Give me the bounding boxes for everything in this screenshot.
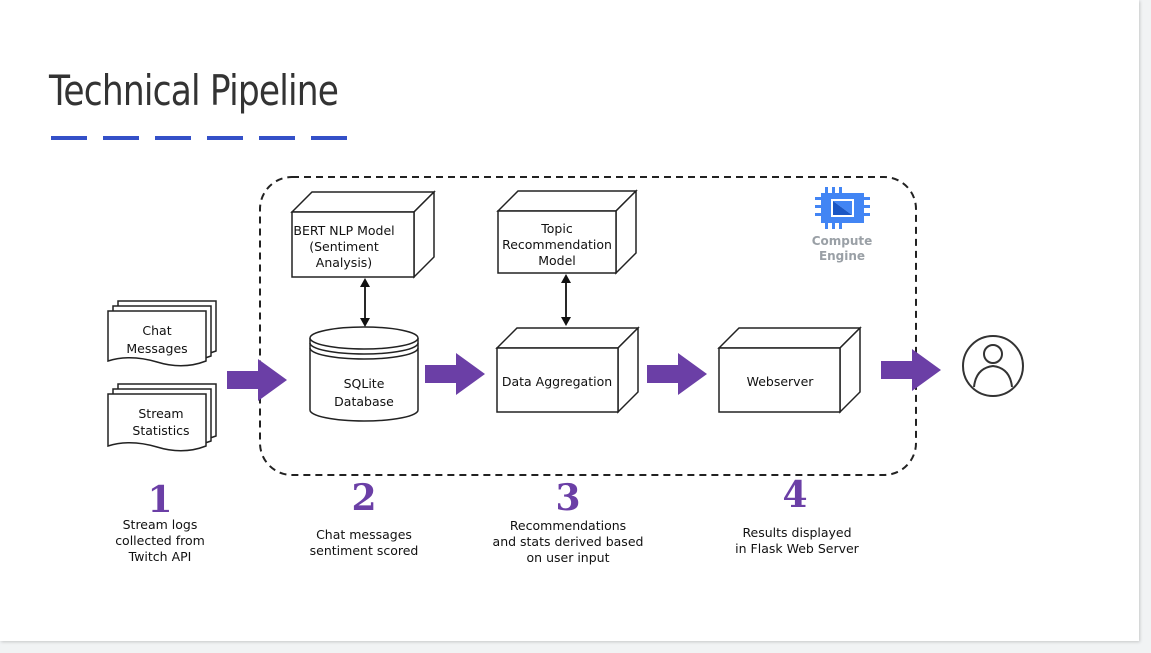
stream-statistics-document: Stream Statistics (107, 383, 217, 452)
step-1-caption-line3: Twitch API (128, 549, 192, 564)
bert-label-line3: Analysis) (316, 255, 372, 270)
bert-nlp-model-box: BERT NLP Model (Sentiment Analysis) (290, 190, 436, 279)
flow-arrow-webserver-to-user (881, 349, 941, 391)
step-1-caption-line1: Stream logs (123, 517, 198, 532)
compute-engine-label-line1: Compute (812, 234, 873, 248)
step-2-caption-line2: sentiment scored (310, 543, 419, 558)
step-3-caption-line2: and stats derived based (493, 534, 644, 549)
step-2-caption-line1: Chat messages (316, 527, 412, 542)
bert-label-line1: BERT NLP Model (293, 223, 394, 238)
webserver-box: Webserver (717, 326, 862, 414)
step-3-number: 3 (555, 477, 580, 519)
step-4-number: 4 (782, 474, 807, 516)
slide: Technical Pipeline Compute Engine (0, 0, 1139, 641)
flow-arrow-sqlite-to-aggregation (425, 353, 485, 395)
topic-label-line3: Model (538, 253, 576, 268)
flow-arrow-inputs-to-sqlite (227, 359, 287, 401)
title-underline (51, 136, 347, 140)
user-avatar-icon (962, 335, 1024, 397)
compute-engine-chip-icon (815, 187, 870, 229)
chat-messages-label-line1: Chat (142, 323, 171, 338)
stream-statistics-label-line2: Statistics (132, 423, 189, 438)
step-1-caption-line2: collected from (115, 533, 205, 548)
topic-label-line2: Recommendation (502, 237, 612, 252)
chat-messages-label-line2: Messages (126, 341, 187, 356)
topic-label-line1: Topic (540, 221, 573, 236)
sqlite-label-line1: SQLite (344, 376, 385, 391)
step-2-number: 2 (351, 477, 376, 519)
topic-recommendation-model-box: Topic Recommendation Model (496, 189, 638, 275)
flow-arrow-aggregation-to-webserver (647, 353, 707, 395)
sqlite-label-line2: Database (334, 394, 394, 409)
step-3-caption-line1: Recommendations (510, 518, 626, 533)
webserver-label: Webserver (747, 374, 815, 389)
topic-aggregation-double-arrow (561, 274, 571, 326)
data-aggregation-label: Data Aggregation (502, 374, 612, 389)
page-title: Technical Pipeline (49, 66, 339, 115)
step-3-caption-line3: on user input (527, 550, 610, 565)
chat-messages-document: Chat Messages (107, 300, 217, 367)
pipeline-diagram: Compute Engine Chat Messages Stream Stat… (107, 176, 1024, 565)
compute-engine-label-line2: Engine (819, 249, 865, 263)
step-1-number: 1 (147, 479, 172, 521)
data-aggregation-box: Data Aggregation (495, 326, 640, 414)
step-4-caption-line1: Results displayed (742, 525, 851, 540)
stream-statistics-label-line1: Stream (138, 406, 183, 421)
bert-sqlite-double-arrow (360, 278, 370, 327)
compute-engine-boundary (259, 176, 917, 476)
sqlite-database-cylinder: SQLite Database (309, 326, 419, 422)
step-4-caption-line2: in Flask Web Server (735, 541, 859, 556)
bert-label-line2: (Sentiment (309, 239, 379, 254)
